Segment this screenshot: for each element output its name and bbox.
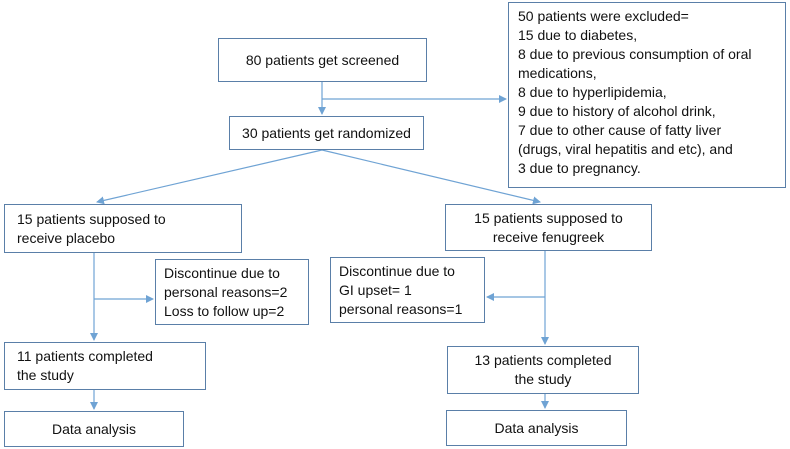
excluded-line-3: 8 due to previous consumption of oral [518, 46, 752, 62]
screened-text: 80 patients get screened [245, 51, 400, 68]
excluded-line-5: 8 due to hyperlipidemia, [518, 84, 667, 100]
excluded-line-9: 3 due to pregnancy. [518, 160, 641, 176]
excluded-line-7: 7 due to other cause of fatty liver [518, 122, 722, 138]
discontinue-fenugreek-line-1: Discontinue due to [339, 262, 455, 279]
arrow-randomized-to-fenugreek [321, 149, 541, 205]
discontinue-placebo-line-1: Discontinue due to [164, 264, 280, 281]
fenugreek-line-1: 15 patients supposed to [474, 209, 623, 226]
randomized-text: 30 patients get randomized [242, 124, 411, 141]
excluded-line-8: (drugs, viral hepatitis and etc), and [518, 141, 733, 157]
fenugreek-line-2: receive fenugreek [492, 228, 605, 245]
placebo-box: 15 patients supposed to receive placebo [4, 204, 242, 253]
excluded-box: 50 patients were excluded= 15 due to dia… [508, 2, 786, 188]
excluded-line-6: 9 due to history of alcohol drink, [518, 103, 716, 119]
arrow-randomized-to-placebo [96, 149, 323, 205]
excluded-line-1: 50 patients were excluded= [518, 8, 689, 24]
discontinue-placebo-line-3: Loss to follow up=2 [164, 302, 285, 319]
discontinue-fenugreek-box: Discontinue due to GI upset= 1 personal … [330, 257, 485, 323]
analysis-fenugreek-box: Data analysis [446, 410, 627, 446]
excluded-line-4: medications, [518, 65, 597, 81]
completed-fenugreek-box: 13 patients completed the study [447, 346, 639, 394]
placebo-line-1: 15 patients supposed to [17, 210, 166, 227]
excluded-line-2: 15 due to diabetes, [518, 27, 638, 43]
completed-placebo-box: 11 patients completed the study [4, 342, 206, 390]
discontinue-fenugreek-line-2: GI upset= 1 [339, 281, 412, 298]
completed-placebo-line-2: the study [17, 367, 74, 383]
completed-placebo-line-1: 11 patients completed [17, 348, 153, 364]
fenugreek-box: 15 patients supposed to receive fenugree… [445, 204, 652, 251]
discontinue-fenugreek-line-3: personal reasons=1 [339, 300, 463, 317]
completed-fenugreek-line-1: 13 patients completed [474, 352, 612, 368]
analysis-placebo-box: Data analysis [4, 411, 184, 447]
completed-fenugreek-line-2: the study [514, 371, 572, 387]
randomized-box: 30 patients get randomized [229, 116, 424, 150]
placebo-line-2: receive placebo [17, 229, 116, 246]
discontinue-placebo-line-2: personal reasons=2 [164, 283, 288, 300]
analysis-fenugreek-text: Data analysis [494, 419, 579, 436]
screened-box: 80 patients get screened [218, 38, 427, 82]
discontinue-placebo-box: Discontinue due to personal reasons=2 Lo… [155, 259, 309, 325]
analysis-placebo-text: Data analysis [51, 420, 137, 437]
